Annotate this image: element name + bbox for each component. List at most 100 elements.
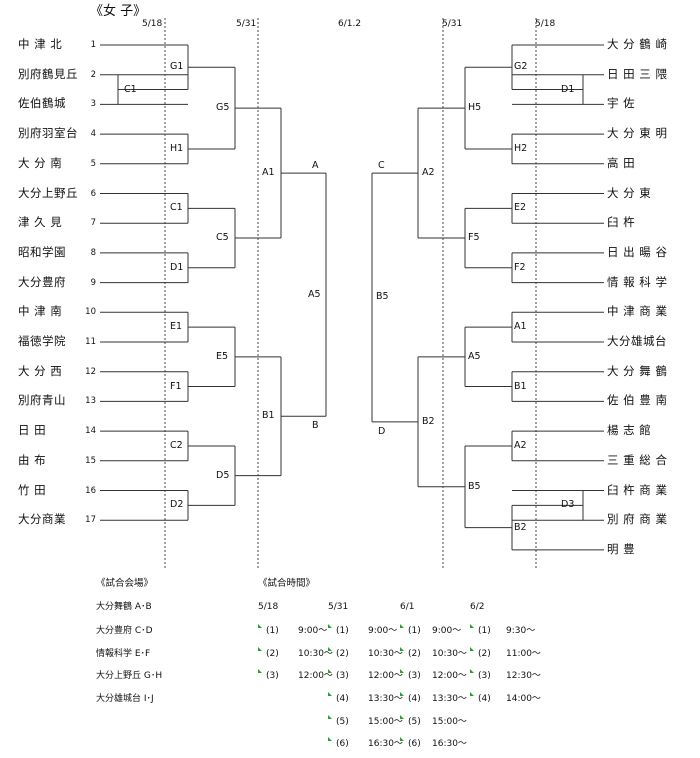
green-marker-icon xyxy=(328,715,332,719)
slot-time: 15:00〜 xyxy=(368,717,403,727)
slot-number: (3) xyxy=(478,671,491,681)
slot-time: 13:30〜 xyxy=(432,694,467,704)
slot-time: 15:00〜 xyxy=(432,717,467,727)
team-name: 中 津 北 xyxy=(18,37,63,51)
slot-number: (2) xyxy=(408,649,421,659)
slot-number: (1) xyxy=(478,626,491,636)
team-number: 3 xyxy=(90,99,96,110)
team-number: 8 xyxy=(90,247,96,258)
team-name: 竹 田 xyxy=(18,482,47,497)
team-name: 臼 杵 商 業 xyxy=(607,482,668,497)
green-marker-icon xyxy=(400,692,404,696)
slot-time: 16:30〜 xyxy=(432,739,467,749)
team-name: 佐伯鶴城 xyxy=(18,96,66,111)
match-label: A2 xyxy=(422,167,435,179)
slot-time: 13:30〜 xyxy=(368,694,403,704)
green-marker-icon xyxy=(258,647,262,651)
slot-number: (4) xyxy=(478,694,491,704)
schedule-date: 6/1 xyxy=(400,602,415,612)
green-marker-icon xyxy=(470,647,474,651)
team-name: 楊 志 館 xyxy=(607,423,652,438)
slot-time: 9:00〜 xyxy=(432,626,462,636)
match-label: C5 xyxy=(216,232,229,244)
slot-number: (6) xyxy=(408,739,421,749)
match-label: A5 xyxy=(308,288,321,300)
team-number: 2 xyxy=(90,69,96,80)
team-name: 別府羽室台 xyxy=(18,126,78,141)
slot-number: (3) xyxy=(408,671,421,681)
team-number: 9 xyxy=(90,277,96,288)
green-marker-icon xyxy=(400,669,404,673)
team-name: 情 報 科 学 xyxy=(607,274,668,289)
team-number: 13 xyxy=(85,396,96,407)
team-name: 大分豊府 xyxy=(18,274,66,289)
match-label: H1 xyxy=(170,142,184,154)
team-name: 大 分 南 xyxy=(18,155,63,170)
slot-number: (1) xyxy=(266,626,279,636)
team-number: 5 xyxy=(90,158,96,169)
green-marker-icon xyxy=(328,737,332,741)
team-number: 14 xyxy=(85,426,96,437)
green-marker-icon xyxy=(328,669,332,673)
match-label: E5 xyxy=(216,350,229,362)
venue-name: 大分豊府 C･D xyxy=(96,626,153,636)
team-name: 大分雄城台 xyxy=(607,334,667,348)
match-label: B2 xyxy=(514,521,527,533)
venue-name: 大分雄城台 I･J xyxy=(96,694,154,704)
team-name: 宇 佐 xyxy=(607,96,636,111)
green-marker-icon xyxy=(400,647,404,651)
match-label: G5 xyxy=(216,102,230,114)
match-label: F2 xyxy=(514,261,526,273)
team-name: 福徳学院 xyxy=(18,334,66,348)
schedule-date: 5/31 xyxy=(328,602,349,612)
team-name: 別府鶴見丘 xyxy=(18,66,78,81)
team-name: 別 府 商 業 xyxy=(607,512,668,527)
slot-number: (2) xyxy=(266,649,279,659)
team-name: 日 田 xyxy=(18,423,47,438)
final-label-a: A xyxy=(312,160,319,172)
team-name: 大 分 西 xyxy=(18,363,63,378)
match-label: A1 xyxy=(262,167,275,179)
venue-name: 大分上野丘 G･H xyxy=(96,671,163,681)
team-name: 高 田 xyxy=(607,155,636,170)
green-marker-icon xyxy=(400,715,404,719)
slot-time: 9:30〜 xyxy=(506,626,536,636)
team-name: 中 津 南 xyxy=(18,304,63,319)
green-marker-icon xyxy=(258,669,262,673)
match-label: D5 xyxy=(216,469,230,481)
final-label-d: D xyxy=(378,425,386,437)
slot-time: 12:00〜 xyxy=(432,671,467,681)
round-date: 5/31 xyxy=(442,19,463,29)
green-marker-icon xyxy=(470,624,474,628)
team-number: 4 xyxy=(90,129,96,140)
slot-time: 12:30〜 xyxy=(506,671,541,681)
bracket-title: 《女 子》 xyxy=(90,4,147,19)
team-name: 由 布 xyxy=(18,452,47,467)
round-date: 5/18 xyxy=(142,19,163,29)
match-label: D1 xyxy=(170,261,184,273)
team-name: 大 分 東 明 xyxy=(607,126,668,141)
team-number: 6 xyxy=(90,188,96,199)
team-name: 三 重 総 合 xyxy=(607,452,668,467)
round-date: 5/18 xyxy=(535,19,556,29)
slot-number: (4) xyxy=(408,694,421,704)
team-name: 大 分 鶴 崎 xyxy=(607,37,668,51)
match-label: G1 xyxy=(170,61,184,73)
match-label: B5 xyxy=(376,291,389,303)
slot-number: (3) xyxy=(336,671,349,681)
team-name: 津 久 見 xyxy=(18,215,63,230)
round-date: 5/31 xyxy=(236,19,257,29)
match-label: B1 xyxy=(262,410,275,422)
green-marker-icon xyxy=(328,624,332,628)
team-name: 日 田 三 隈 xyxy=(607,66,668,81)
final-label-c: C xyxy=(378,160,385,172)
venue-name: 情報科学 E･F xyxy=(96,649,151,659)
slot-time: 14:00〜 xyxy=(506,694,541,704)
match-label: B1 xyxy=(514,380,527,392)
green-marker-icon xyxy=(470,669,474,673)
slot-time: 16:30〜 xyxy=(368,739,403,749)
slot-time: 12:00〜 xyxy=(368,671,403,681)
slot-number: (6) xyxy=(336,739,349,749)
green-marker-icon xyxy=(328,647,332,651)
